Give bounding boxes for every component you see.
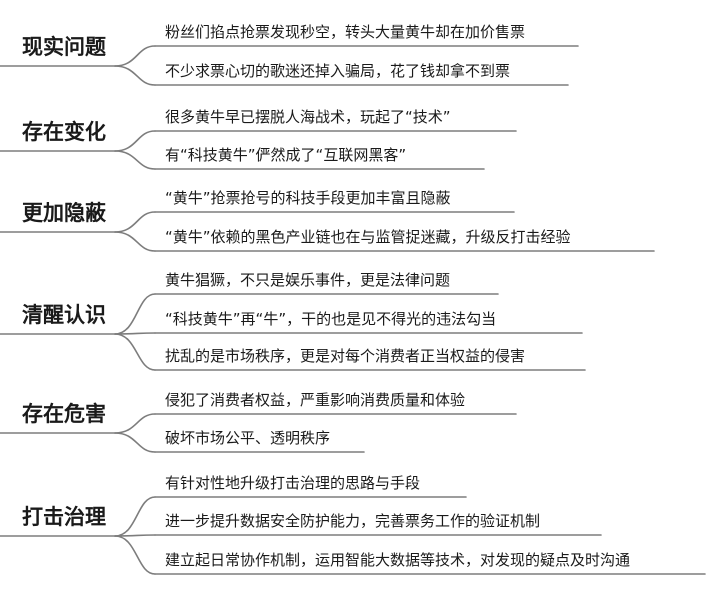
connector-lines <box>0 45 706 575</box>
branch-connector <box>114 130 156 152</box>
branch-connector <box>114 150 156 170</box>
subtopic-text: 建立起日常协作机制，运用智能大数据等技术，对发现的疑点及时沟通 <box>165 551 630 569</box>
subtopic-text: 有针对性地升级打击治理的思路与手段 <box>165 474 420 492</box>
subtopic-text: 破坏市场公平、透明秩序 <box>165 429 330 447</box>
subtopic-text: 扰乱的是市场秩序，更是对每个消费者正当权益的侵害 <box>165 347 525 365</box>
subtopic-text: 粉丝们掐点抢票发现秒空，转头大量黄牛却在加价售票 <box>165 23 525 41</box>
topic-title: 打击治理 <box>22 505 106 529</box>
branch-connector <box>114 333 156 371</box>
subtopic-text: 侵犯了消费者权益，严重影响消费质量和体验 <box>165 391 465 409</box>
branch-connector <box>114 45 156 67</box>
topic-title: 存在危害 <box>22 402 106 426</box>
branch-connector <box>114 211 156 233</box>
subtopic-text: 有“科技黄牛”俨然成了“互联网黑客” <box>165 146 406 164</box>
subtopic-text: “黄牛”依赖的黑色产业链也在与监管捉迷藏，升级反打击经验 <box>165 228 571 246</box>
branch-connector <box>114 293 156 335</box>
node-labels: 现实问题 粉丝们掐点抢票发现秒空，转头大量黄牛却在加价售票不少求票心切的歌迷还掉入… <box>22 23 630 569</box>
subtopic-text: “黄牛”抢票抢号的科技手段更加丰富且隐蔽 <box>165 189 451 207</box>
branch-connector <box>114 413 156 434</box>
subtopic-text: 黄牛猖獗，不只是娱乐事件，更是法律问题 <box>165 271 450 289</box>
topic-title: 清醒认识 <box>22 303 106 327</box>
branch-connector <box>114 496 156 537</box>
subtopic-text: 不少求票心切的歌迷还掉入骗局，花了钱却拿不到票 <box>165 62 510 80</box>
branch-connector <box>114 65 156 86</box>
topic-title: 现实问题 <box>22 35 107 59</box>
topic-title: 存在变化 <box>22 120 106 144</box>
topic-title: 更加隐蔽 <box>22 201 107 225</box>
branch-connector <box>114 535 156 575</box>
branch-connector <box>114 432 156 453</box>
subtopic-text: 很多黄牛早已摆脱人海战术，玩起了“技术” <box>165 108 451 126</box>
subtopic-text: “科技黄牛”再“牛”，干的也是见不得光的违法勾当 <box>165 310 496 328</box>
subtopic-text: 进一步提升数据安全防护能力，完善票务工作的验证机制 <box>165 512 540 530</box>
branch-connector <box>114 231 156 252</box>
